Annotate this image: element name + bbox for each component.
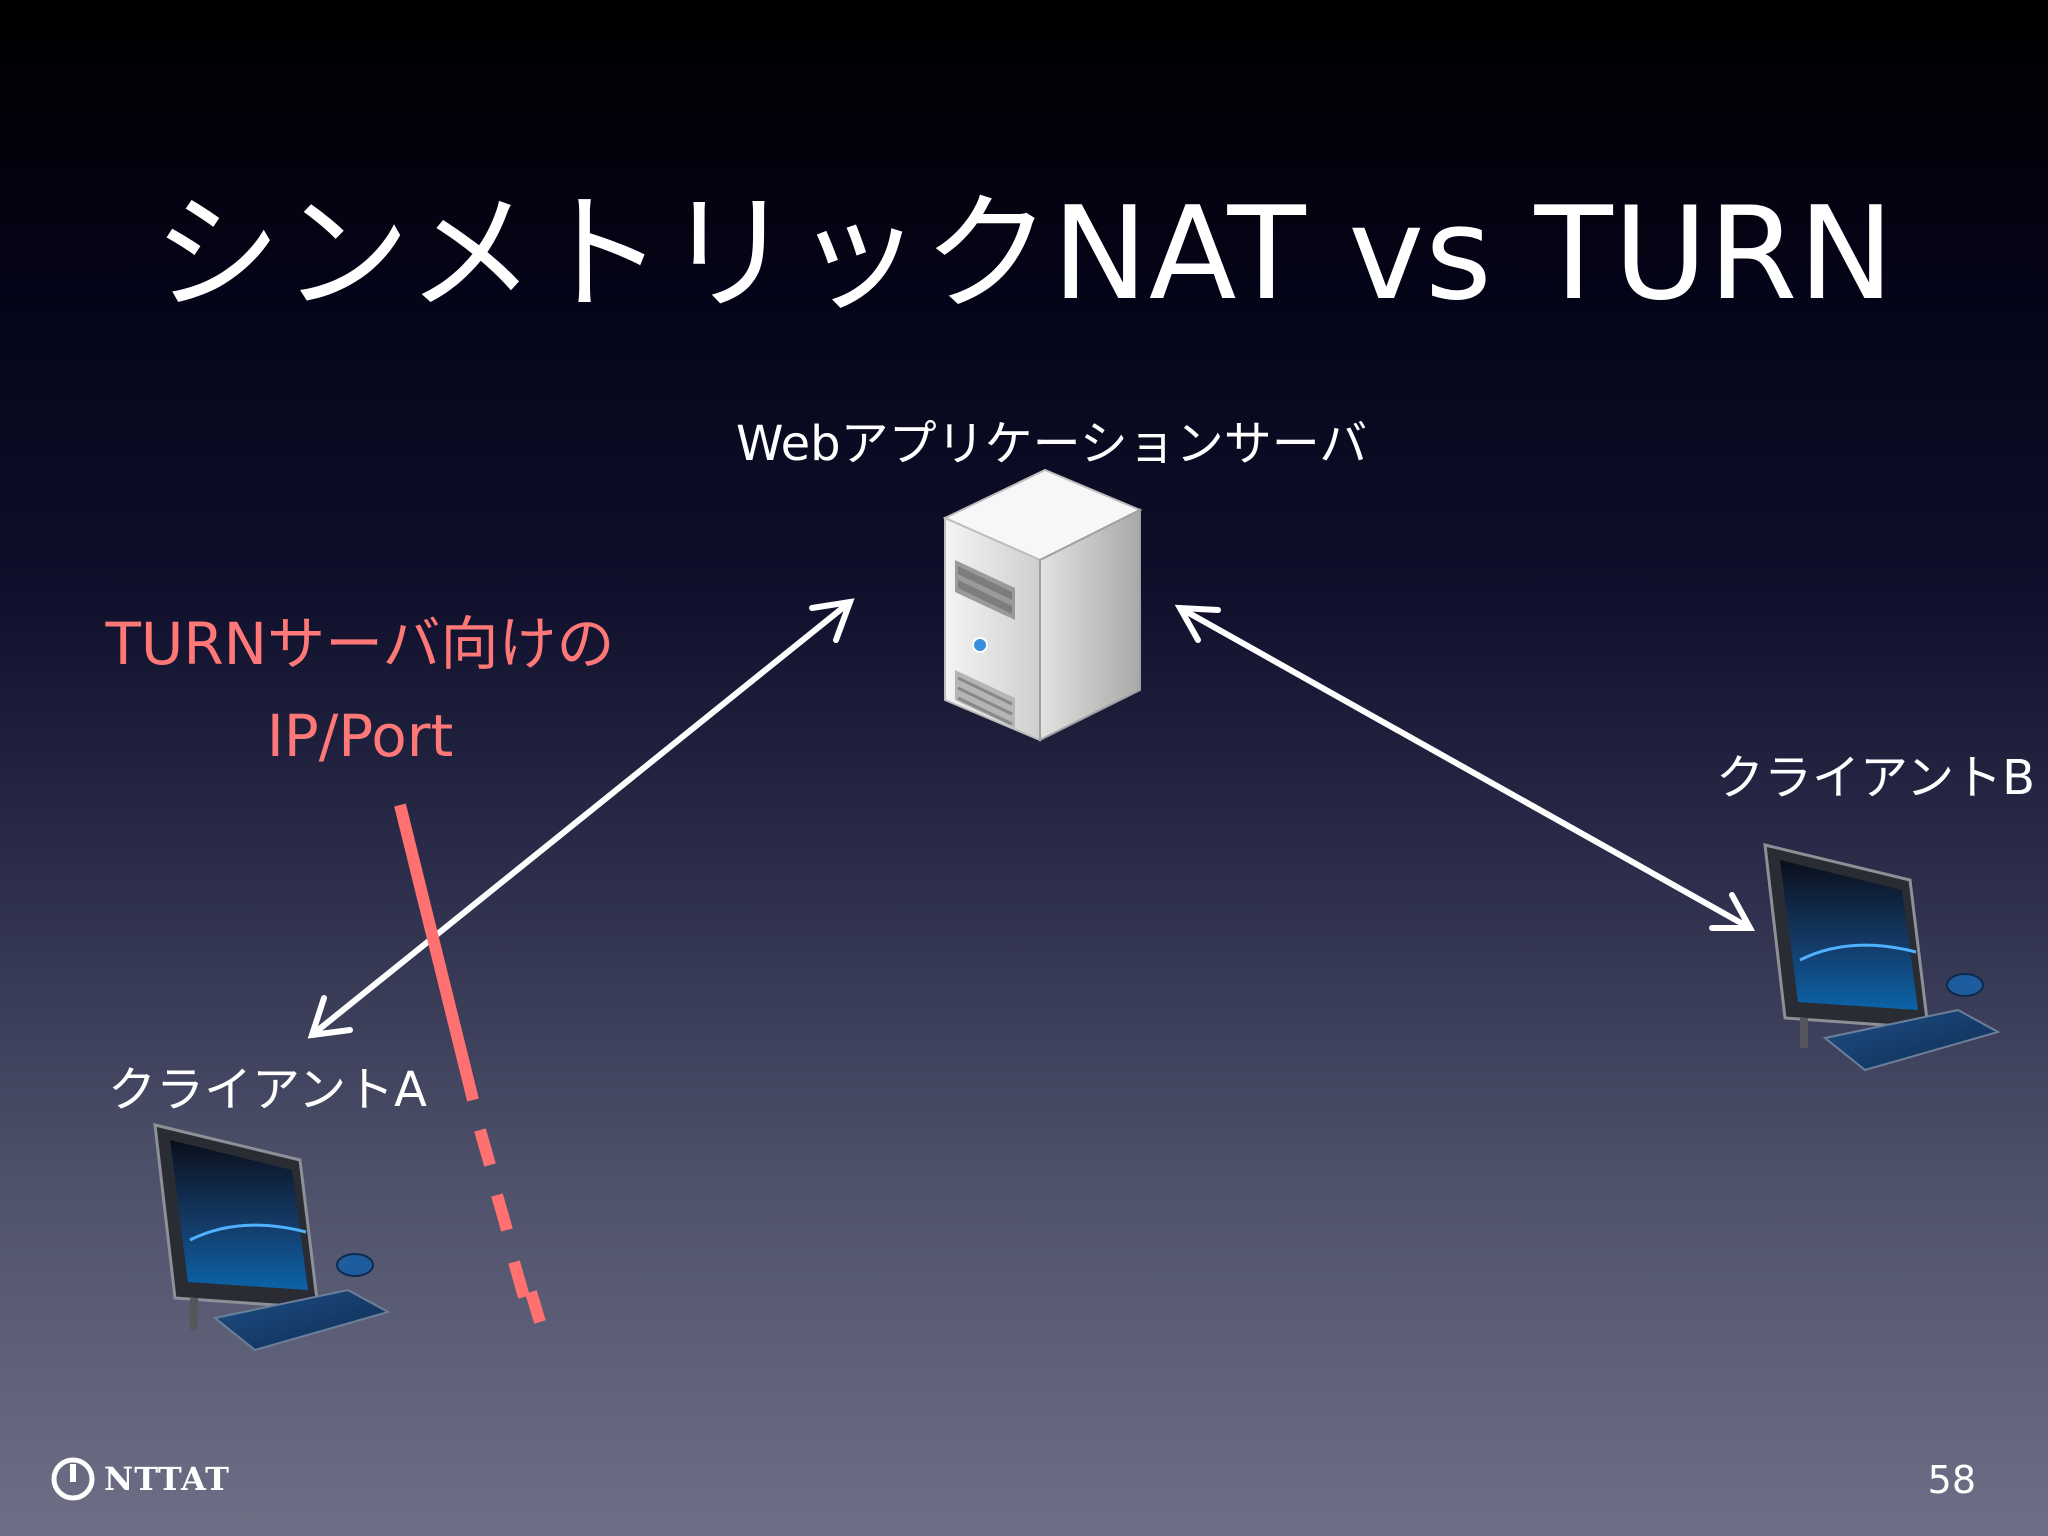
- ntt-logo: NTTAT: [50, 1456, 230, 1502]
- nat-annotation: TURNサーバ向けの IP/Port: [60, 598, 660, 782]
- nat-boundary-line: [394, 803, 546, 1324]
- client-a-computer-icon: [153, 1123, 391, 1352]
- nat-annotation-line1: TURNサーバ向けの: [105, 610, 615, 678]
- arrow-server-client-b: [1174, 604, 1756, 931]
- nat-annotation-line2: IP/Port: [266, 702, 454, 770]
- client-b-computer-icon: [1763, 843, 2001, 1072]
- server-label: Webアプリケーションサーバ: [736, 416, 1368, 472]
- server-icon: [942, 468, 1143, 742]
- arrow-client-a-server: [307, 598, 855, 1039]
- ntt-logo-icon: [51, 1457, 95, 1501]
- client-a-label: クライアントA: [108, 1062, 427, 1118]
- slide-title: シンメトリックNAT vs TURN: [152, 180, 1896, 329]
- page-number: 58: [1927, 1458, 1976, 1502]
- client-b-label: クライアントB: [1716, 750, 2036, 806]
- logo-text: NTTAT: [104, 1460, 230, 1498]
